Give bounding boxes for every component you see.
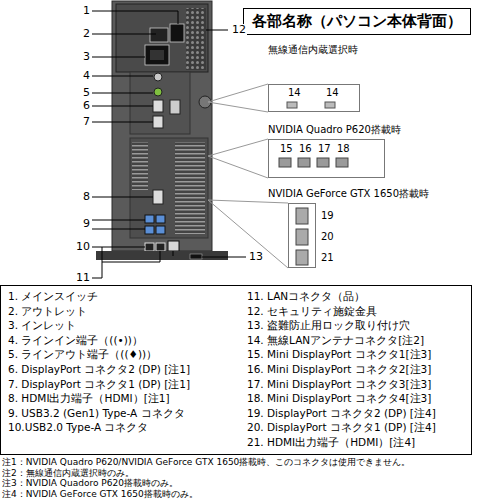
title-box: 各部名称（パソコン本体背面） xyxy=(243,8,471,35)
callout-number: 1 xyxy=(82,5,91,17)
table-item: 2. アウトレット xyxy=(8,306,87,318)
callout-number: 9 xyxy=(82,218,91,230)
callout-number: 21 xyxy=(320,252,335,263)
footnote: 注1：NVIDIA Quadro P620/NVIDIA GeForce GTX… xyxy=(2,458,410,468)
footnote: 注4：NVIDIA GeForce GTX 1650搭載時のみ。 xyxy=(2,490,198,500)
callout-number: 18 xyxy=(336,143,351,154)
callout-number: 15 xyxy=(279,143,294,154)
table-item: 8. HDMI出力端子（HDMI）[注1] xyxy=(8,393,170,405)
table-item: 12. セキュリティ施錠金具 xyxy=(247,306,377,318)
callout-number: 7 xyxy=(82,116,91,128)
footnote: 注3：NVIDIA Quadoro P620搭載時のみ。 xyxy=(2,479,178,489)
callout-number: 12 xyxy=(231,24,247,36)
table-item: 5. ラインアウト端子（((♦))） xyxy=(8,349,157,361)
callout-number: 6 xyxy=(82,100,91,112)
table-item: 16. Mini DisplayPort コネクタ2[注3] xyxy=(247,364,431,376)
table-item: 3. インレット xyxy=(8,320,76,332)
table-item: 11. LANコネクタ（品） xyxy=(247,291,365,303)
inset-frame xyxy=(268,84,360,112)
table-item: 4. ラインイン端子（((•))） xyxy=(8,335,143,347)
callout-number: 10 xyxy=(75,241,91,253)
footnote: 注2：無線通信内蔵選択時のみ。 xyxy=(2,469,134,479)
inset-heading: 無線通信内蔵選択時 xyxy=(268,44,358,55)
callout-number: 20 xyxy=(320,231,335,242)
table-item: 19. DisplayPort コネクタ2 (DP) [注4] xyxy=(247,408,436,420)
inset-heading: NVIDIA GeForce GTX 1650搭載時 xyxy=(268,188,429,199)
callout-number: 5 xyxy=(82,87,91,99)
table-item: 1. メインスイッチ xyxy=(8,291,98,303)
callout-number: 16 xyxy=(298,143,313,154)
table-item: 20. DisplayPort コネクタ1 (DP) [注4] xyxy=(247,422,436,434)
callout-number: 3 xyxy=(82,51,91,63)
inset-box: 無線通信内蔵選択時 xyxy=(264,42,384,112)
callout-number: 17 xyxy=(317,143,332,154)
callout-number: 19 xyxy=(320,210,335,221)
callout-number: 4 xyxy=(82,70,91,82)
inset-box: NVIDIA GeForce GTX 1650搭載時 xyxy=(264,186,464,268)
inset-frame xyxy=(288,203,316,268)
table-item: 15. Mini DisplayPort コネクタ1[注3] xyxy=(247,349,431,361)
inset-heading: NVIDIA Quadro P620搭載時 xyxy=(268,124,401,135)
callout-number: 11 xyxy=(75,272,91,284)
parts-table: 1. メインスイッチ 2. アウトレット 3. インレット 4. ラインイン端子（((… xyxy=(0,285,472,455)
callout-number: 14 xyxy=(287,87,302,98)
callout-number: 13 xyxy=(248,251,264,263)
table-item: 18. Mini DisplayPort コネクタ4[注3] xyxy=(247,393,431,405)
table-item: 17. Mini DisplayPort コネクタ3[注3] xyxy=(247,379,431,391)
table-item: 21. HDMI出力端子（HDMI）[注4] xyxy=(247,437,415,449)
table-item: 10.USB2.0 Type-A コネクタ xyxy=(8,422,148,434)
callout-number: 8 xyxy=(82,191,91,203)
table-item: 9. USB3.2 (Gen1) Type-A コネクタ xyxy=(8,408,185,420)
callout-number: 14 xyxy=(325,87,340,98)
table-item: 14. 無線LANアンテナコネクタ[注2] xyxy=(247,335,424,347)
table-item: 13. 盗難防止用ロック取り付け穴 xyxy=(247,320,410,332)
callout-number: 2 xyxy=(82,28,91,40)
table-item: 7. DisplayPort コネクタ1 (DP) [注1] xyxy=(8,379,190,391)
table-item: 6. DisplayPort コネクタ2 (DP) [注1] xyxy=(8,364,190,376)
